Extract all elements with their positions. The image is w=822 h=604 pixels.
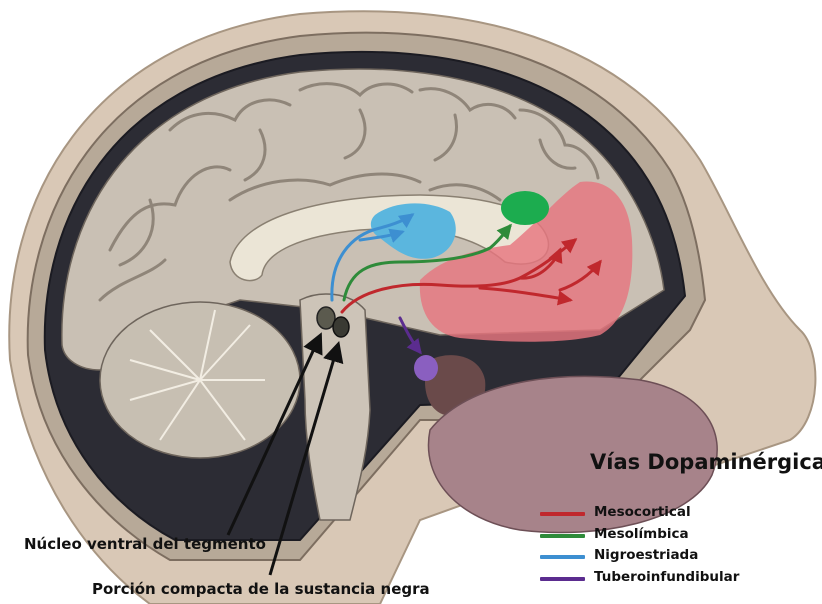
- legend-item-tuberoinfundibular: Tuberoinfundibular: [536, 569, 786, 591]
- legend: Mesocortical Mesolímbica Nigroestriada T…: [536, 504, 786, 590]
- legend-item-nigroestriada: Nigroestriada: [536, 547, 786, 569]
- legend-item-mesolimbica: Mesolímbica: [536, 526, 786, 548]
- callout-snc: Porción compacta de la sustancia negra: [92, 580, 430, 598]
- legend-title: Vías Dopaminérgicas:: [590, 450, 822, 474]
- legend-label-nigroestriada: Nigroestriada: [594, 547, 698, 563]
- ventral-tegmental-nucleus: [317, 307, 335, 329]
- substantia-nigra-compacta: [333, 317, 349, 337]
- legend-item-mesocortical: Mesocortical: [536, 504, 786, 526]
- legend-label-mesocortical: Mesocortical: [594, 504, 691, 520]
- nucleus-accumbens: [501, 191, 549, 225]
- legend-swatch-tuberoinfundibular: [540, 577, 585, 581]
- callout-vta: Núcleo ventral del tegmento: [24, 535, 266, 553]
- legend-label-mesolimbica: Mesolímbica: [594, 526, 689, 542]
- legend-swatch-mesolimbica: [540, 534, 585, 538]
- legend-label-tuberoinfundibular: Tuberoinfundibular: [594, 569, 739, 585]
- legend-swatch-nigroestriada: [540, 555, 585, 559]
- pituitary: [414, 355, 438, 381]
- legend-swatch-mesocortical: [540, 512, 585, 516]
